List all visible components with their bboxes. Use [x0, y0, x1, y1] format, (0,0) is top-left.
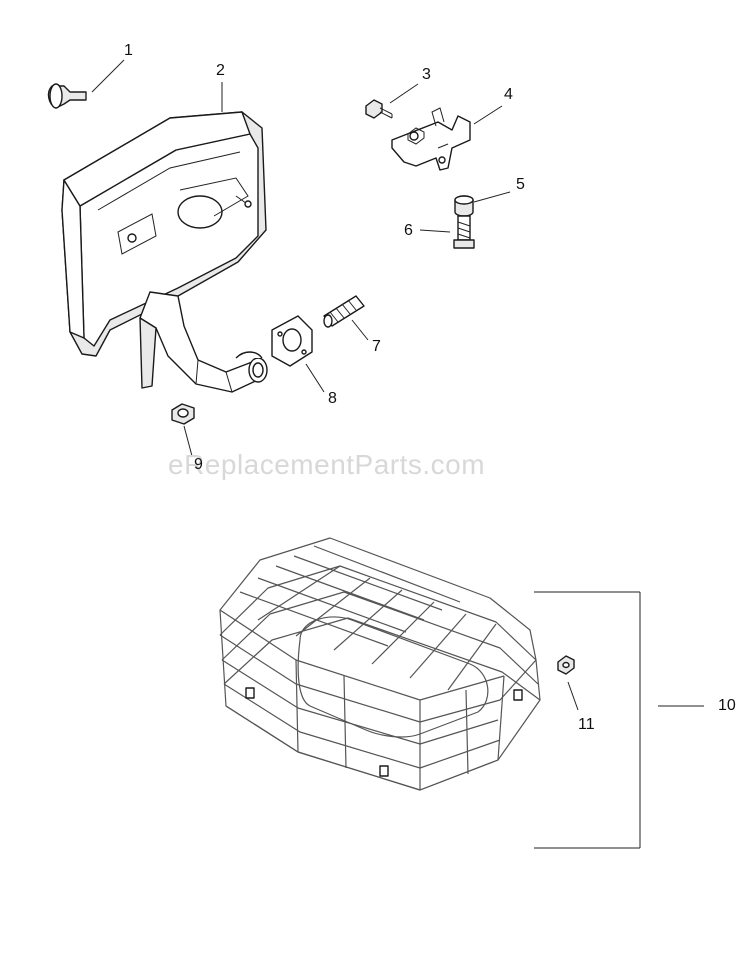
part-9-nut — [171, 403, 195, 425]
part-7-stud — [323, 295, 365, 328]
part-1-grommet — [47, 83, 87, 109]
callout-5: 5 — [516, 176, 525, 193]
callout-6: 6 — [404, 222, 413, 239]
callout-7: 7 — [372, 338, 381, 355]
callout-1: 1 — [124, 42, 133, 59]
part-6-bolt — [453, 215, 475, 249]
part-5-spacer — [454, 195, 474, 217]
callout-10: 10 — [718, 697, 736, 714]
part-2-muffler — [61, 111, 268, 393]
callout-9: 9 — [194, 456, 203, 473]
callout-8: 8 — [328, 390, 337, 407]
part-11-screw — [557, 655, 575, 675]
leader-lines — [91, 59, 704, 849]
part-4-bracket — [391, 107, 471, 171]
callout-2: 2 — [216, 62, 225, 79]
watermark-text: eReplacementParts.com — [168, 449, 486, 480]
callout-3: 3 — [422, 66, 431, 83]
part-3-bolt — [365, 99, 393, 119]
part-8-gasket — [271, 315, 313, 367]
callout-4: 4 — [504, 86, 513, 103]
callout-11: 11 — [578, 716, 595, 733]
part-10-cage — [219, 537, 541, 791]
